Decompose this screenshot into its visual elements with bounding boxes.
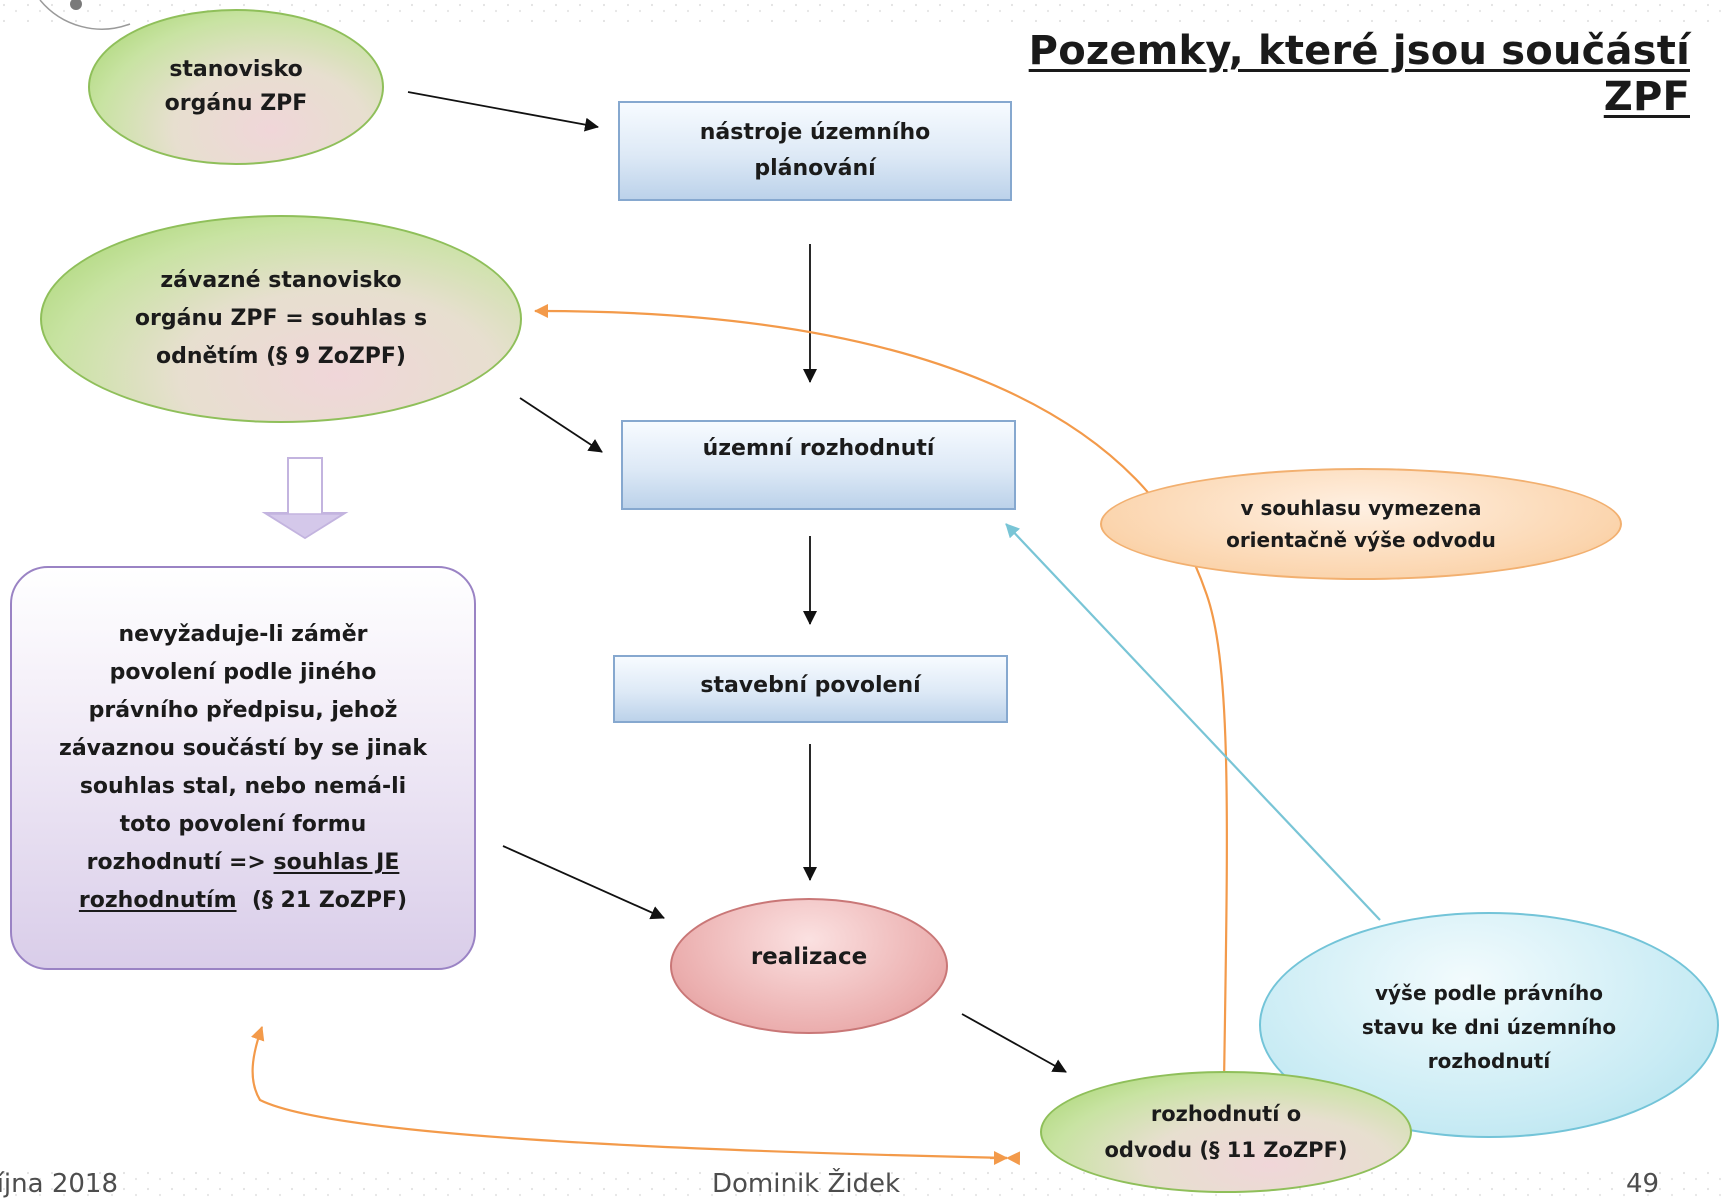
footer-page-number: 49 [1626,1169,1660,1199]
slide-title: Pozemky, které jsou součástí ZPF [1028,28,1690,120]
node-nastroje: nástroje územního plánování [618,101,1012,201]
node-vyse: výše podle právního stavu ke dni územníh… [1259,912,1719,1138]
node-realizace: realizace [670,898,948,1034]
arrow-zavazne-to-uzemni [519,397,603,453]
footer-author: Dominik Židek [712,1169,901,1199]
node-nevyzaduje: nevyžaduje-li záměr povolení podle jinéh… [10,566,476,970]
arrow-stanovisko-to-nastroje [407,91,599,132]
arrow-nevyzaduje-to-realizace [502,845,665,920]
footer-date: října 2018 [0,1169,118,1199]
nevyzaduje-underlined-1: souhlas JE [273,850,400,875]
nevyzaduje-underlined-2: rozhodnutím [78,888,237,913]
node-zavazne: závazné stanovisko orgánu ZPF = souhlas … [40,215,522,423]
node-stanovisko: stanovisko orgánu ZPF [88,9,384,165]
node-odvod: rozhodnutí o odvodu (§ 11 ZoZPF) [1040,1071,1412,1193]
node-uzemni: územní rozhodnutí [621,420,1016,510]
nevyzaduje-line-7: rozhodnutí => [86,850,274,875]
faculty-logo [39,0,131,30]
arrow-odvod-nevyzaduje-bidirectional [251,1026,1021,1166]
arrow-realizace-to-odvod [961,1013,1067,1073]
node-stavebni: stavební povolení [613,655,1008,723]
arrow-vyse-to-uzemni [1005,523,1381,921]
nevyzaduje-tail: (§ 21 ZoZPF) [251,888,408,913]
node-vymezena: v souhlasu vymezena orientačně výše odvo… [1100,468,1622,580]
